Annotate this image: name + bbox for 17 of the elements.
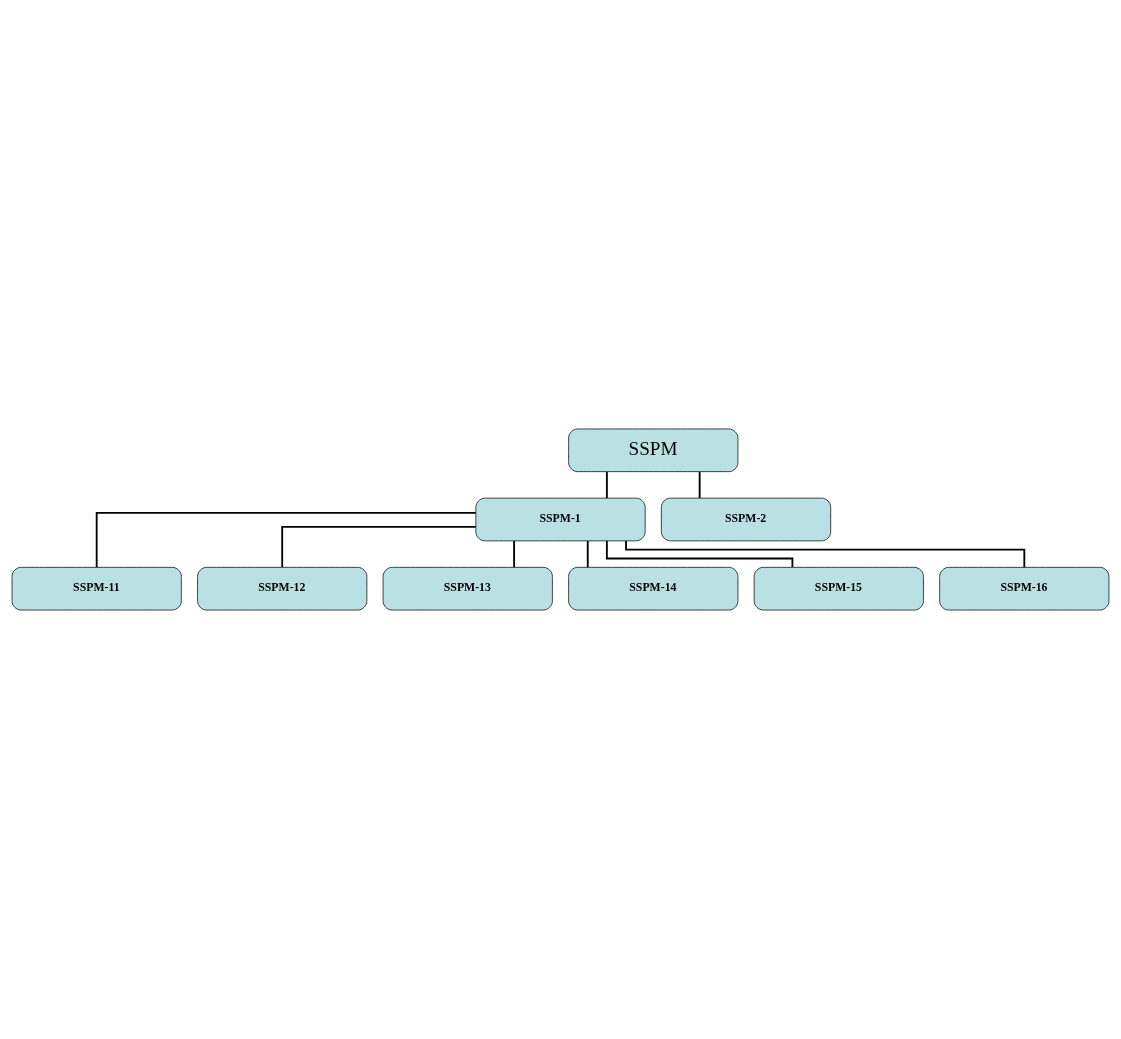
connector (605, 470, 608, 499)
connector (605, 540, 794, 568)
connector (586, 540, 589, 569)
connector (698, 470, 701, 499)
node-box: SSPM-14 (568, 567, 739, 611)
node-box: SSPM-11 (11, 567, 182, 611)
connector (625, 540, 1026, 569)
connector (281, 525, 477, 568)
node-box: SSPM-12 (197, 567, 368, 611)
node-box: SSPM-2 (661, 497, 832, 542)
node-box: SSPM-13 (382, 567, 553, 611)
node-box: SSPM-16 (939, 567, 1110, 611)
node-box: SSPM (568, 428, 739, 472)
node-box: SSPM-15 (753, 567, 924, 611)
connector (513, 540, 516, 569)
node-box: SSPM-1 (475, 497, 646, 542)
connector (95, 511, 477, 569)
